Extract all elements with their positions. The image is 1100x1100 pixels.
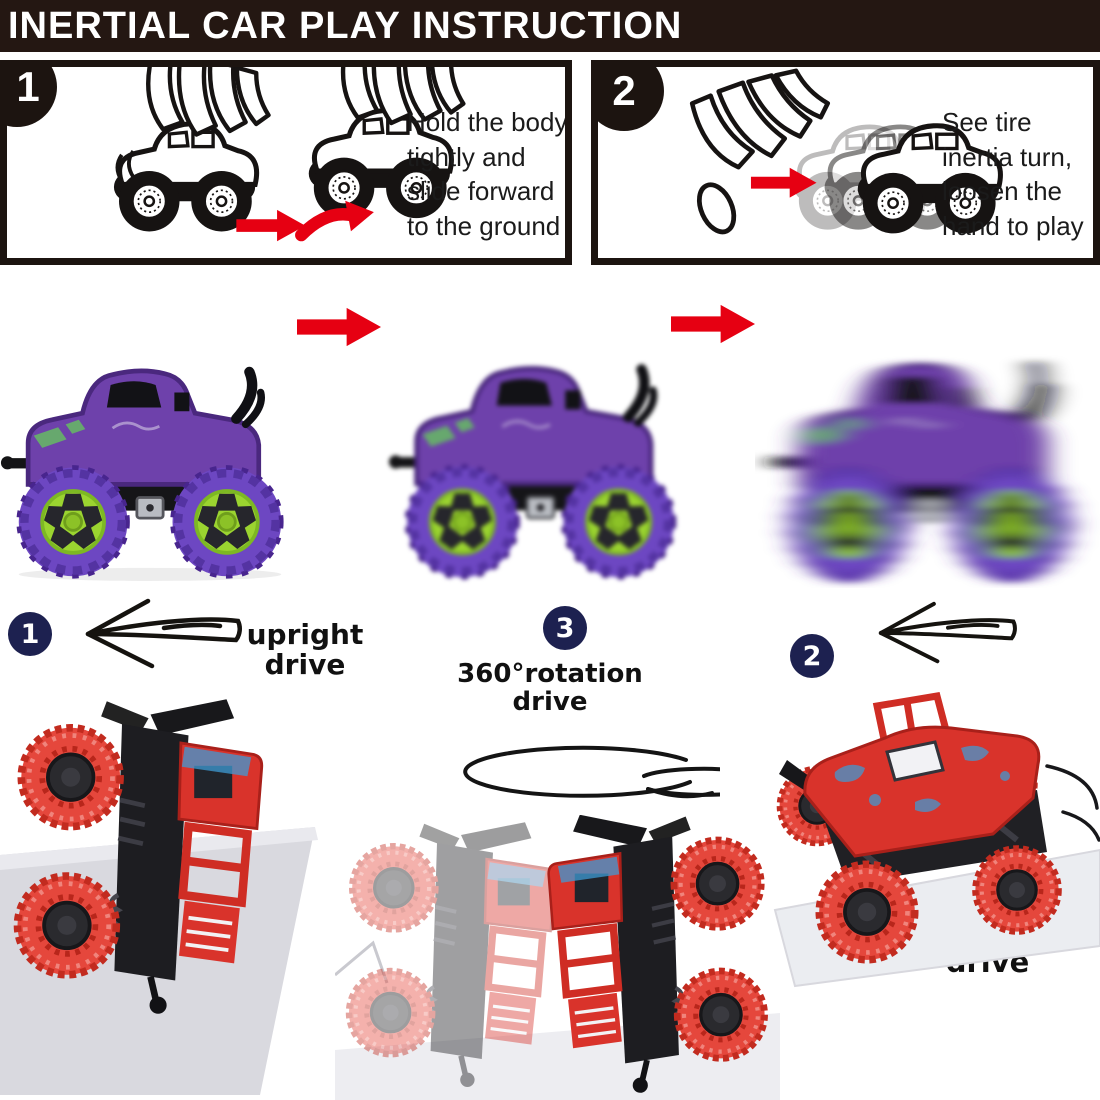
forward-arrow-icon <box>671 304 755 344</box>
step-number: 3 <box>555 612 575 644</box>
panel2-illustration <box>598 67 1093 258</box>
step-badge-rotation: 3 <box>543 606 587 650</box>
curved-arrow-icon <box>295 200 374 242</box>
upright-drive-photo <box>0 680 318 1095</box>
rotation-drive-photo <box>335 815 780 1100</box>
forward-arrow-icon <box>297 307 381 347</box>
header-bar: INERTIAL CAR PLAY INSTRUCTION <box>0 0 1100 52</box>
motion-marks <box>115 149 135 182</box>
left-arrow-icon <box>85 598 242 669</box>
step-badge-fourwheel: 2 <box>790 634 834 678</box>
step-number: 1 <box>20 618 40 650</box>
step-number: 2 <box>802 640 822 672</box>
hand-icon <box>148 67 268 134</box>
panel2-number: 2 <box>612 67 636 114</box>
panel1-instruction-text: Hold the body tightly and slide forward … <box>407 107 568 241</box>
panel2-instruction-text: See tire inertia turn, loosen the hand t… <box>942 107 1084 241</box>
purple-truck-motion-blur <box>755 330 1100 588</box>
instruction-panel-1: 1 Hold the body tightly and slide forwar… <box>0 60 572 265</box>
rotation-swirl-icon <box>463 745 720 799</box>
instruction-panel-2: 2 See tire inertia turn, loosen the hand… <box>591 60 1100 265</box>
four-wheel-drive-photo <box>773 692 1100 988</box>
toy-car-illustration <box>114 124 257 232</box>
thumb-icon <box>696 182 737 235</box>
left-arrow-icon <box>878 601 1017 664</box>
step-label-rotation: 360°rotation drive <box>457 659 643 718</box>
panel1-illustration <box>7 67 565 242</box>
panel1-number: 1 <box>16 63 40 110</box>
purple-truck-moving <box>388 335 693 583</box>
motion-swoosh-lines <box>1045 764 1100 842</box>
purple-truck-still <box>0 338 300 582</box>
page-title: INERTIAL CAR PLAY INSTRUCTION <box>8 4 683 47</box>
red-truck-fourwheel <box>779 692 1059 960</box>
step-badge-upright: 1 <box>8 612 52 656</box>
panel1-number-badge: 1 <box>7 63 57 127</box>
step-label-upright: upright drive <box>246 618 364 682</box>
